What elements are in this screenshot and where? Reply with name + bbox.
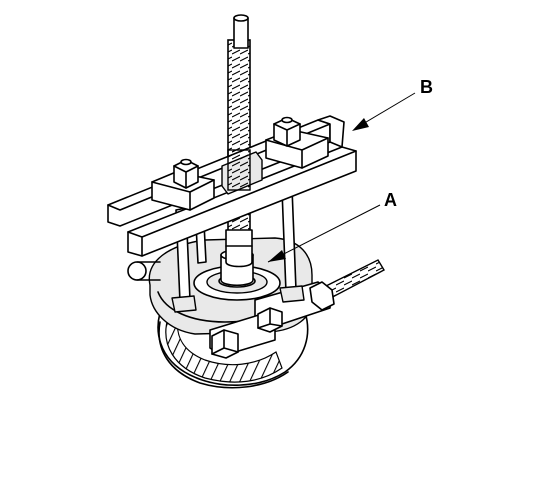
callout-a-label: A: [384, 190, 397, 210]
hex-bolt-left: [211, 329, 239, 359]
callout-b-arrowhead: [352, 118, 369, 131]
callout-a-arrowhead: [268, 250, 286, 262]
differential-assembly: [127, 237, 385, 389]
forcing-screw-hex-head: [233, 17, 249, 49]
forcing-screw: [225, 14, 253, 268]
callout-a: A: [267, 190, 397, 263]
callout-b-label: B: [420, 77, 433, 97]
puller-crossbar: [107, 115, 357, 257]
side-bolt-nut: [309, 281, 335, 311]
ring-gear-edge: [158, 321, 289, 389]
screw-tip: [225, 229, 253, 268]
left-stud-nut: [127, 261, 147, 281]
ring-gear-teeth: [165, 317, 283, 383]
leg-jaw-left: [171, 295, 197, 313]
callout-b: B: [352, 77, 433, 131]
callout-a-leader: [267, 204, 381, 263]
leg-jaw-right: [279, 285, 305, 303]
crossbar-end-cap: [317, 115, 345, 148]
